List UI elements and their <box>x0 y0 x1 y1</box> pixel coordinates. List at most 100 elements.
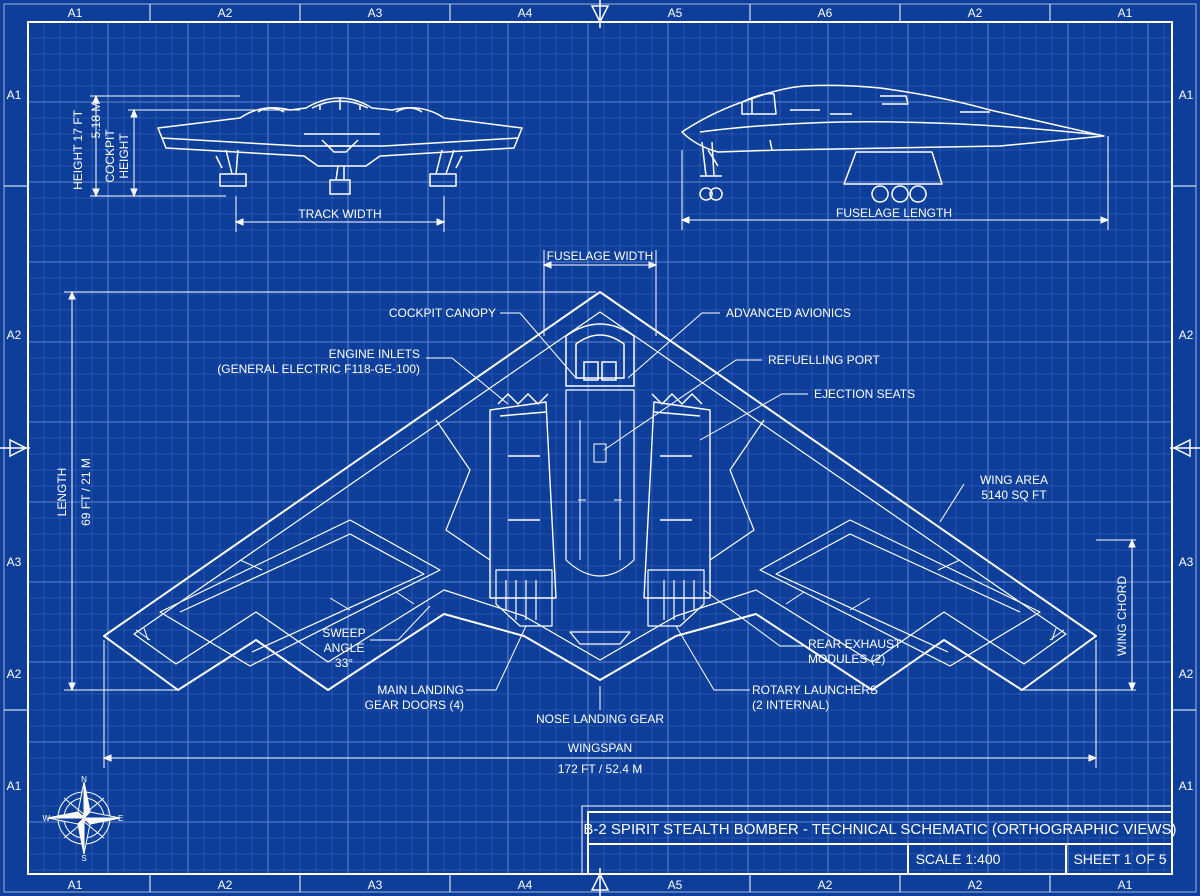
center-mark-right-icon <box>1170 438 1200 458</box>
compass-west: W <box>42 814 50 823</box>
title-block-sheet: SHEET 1 OF 5 <box>1073 851 1166 867</box>
center-mark-top-icon <box>590 0 610 28</box>
front-view-gear-right <box>429 149 463 187</box>
leader-engine-inlets <box>426 357 509 405</box>
control-surfaces-right <box>785 559 1065 641</box>
zone-right-5: A1 <box>1179 779 1194 793</box>
grid <box>27 21 1172 874</box>
zone-top-3: A3 <box>368 6 383 20</box>
control-surfaces-left <box>135 559 415 641</box>
wing-area-label-2: 5140 SQ FT <box>981 488 1047 502</box>
front-view-intake <box>321 139 359 153</box>
zone-top-4: A4 <box>518 6 533 20</box>
zone-right-3: A3 <box>1179 555 1194 569</box>
fuselage-width-label: FUSELAGE WIDTH <box>547 249 654 263</box>
leader-rear-exhaust <box>703 589 806 647</box>
side-view-intake <box>880 95 909 105</box>
zone-top-7: A2 <box>968 6 983 20</box>
cockpit-height-line2: HEIGHT <box>117 133 131 179</box>
zone-right-4: A2 <box>1179 667 1194 681</box>
leader-cockpit-canopy <box>500 312 577 379</box>
leader-wing-area <box>939 483 965 523</box>
main-gear-label-1: MAIN LANDING <box>377 683 464 697</box>
exhaust-right <box>647 569 705 627</box>
wing-area-label-1: WING AREA <box>980 473 1048 487</box>
zone-labels-bottom: A1 A2 A3 A4 A5 A2 A2 A1 <box>68 878 1133 892</box>
engine-inlet-left <box>497 392 549 417</box>
front-view-gear-left <box>215 149 247 187</box>
spine <box>565 389 635 577</box>
front-view-nacelles <box>257 107 423 135</box>
rotary-launchers-label-2: (2 INTERNAL) <box>752 698 829 712</box>
compass-east: E <box>118 814 123 823</box>
main-gear-label-2: GEAR DOORS (4) <box>365 698 464 712</box>
compass-south: S <box>81 854 86 863</box>
plan-view-outline <box>103 291 1097 691</box>
leader-lines <box>370 312 965 710</box>
plan-dimensions <box>64 250 1136 768</box>
front-view-dimensions <box>90 94 446 232</box>
zone-top-1: A1 <box>68 6 83 20</box>
side-view-body-line <box>699 121 1101 136</box>
nose-gear-bay <box>569 631 631 645</box>
zone-bottom-6: A2 <box>818 878 833 892</box>
side-view-weapons-bay <box>843 151 943 203</box>
front-height-label: HEIGHT 17 FT <box>71 109 85 189</box>
zone-left-2: A2 <box>7 328 22 342</box>
leader-refuelling-port <box>603 359 762 451</box>
leader-sweep-angle <box>370 605 431 641</box>
zone-labels-top: A1 A2 A3 A4 A5 A6 A2 A1 <box>68 6 1133 20</box>
zone-bottom-8: A1 <box>1118 878 1133 892</box>
center-mark-left-icon <box>0 438 30 458</box>
zone-bottom-1: A1 <box>68 878 83 892</box>
rear-exhaust-label-2: MODULES (2) <box>808 652 885 666</box>
side-view-details <box>769 109 990 151</box>
compass-rose-icon <box>47 781 121 855</box>
zone-left-4: A2 <box>7 667 22 681</box>
title-block <box>581 805 1173 875</box>
leader-main-gear <box>466 625 527 691</box>
leader-ejection-seats <box>699 393 808 441</box>
zone-labels-right: A1 A2 A3 A2 A1 <box>1179 88 1194 793</box>
zone-top-6: A6 <box>818 6 833 20</box>
zone-bottom-4: A4 <box>518 878 533 892</box>
compass-north: N <box>81 775 87 784</box>
engine-inlets-label-1: ENGINE INLETS <box>329 347 420 361</box>
zone-bottom-5: A5 <box>668 878 683 892</box>
leader-rotary-launchers <box>675 625 750 691</box>
advanced-avionics-label: ADVANCED AVIONICS <box>726 306 851 320</box>
zone-top-8: A1 <box>1118 6 1133 20</box>
zone-top-2: A2 <box>218 6 233 20</box>
zone-right-1: A1 <box>1179 88 1194 102</box>
nose-gear-label: NOSE LANDING GEAR <box>536 712 664 726</box>
plan-view-inner-outline <box>133 311 1067 665</box>
wingspan-dim <box>103 640 1097 768</box>
wingspan-value: 172 FT / 52.4 M <box>558 762 643 776</box>
rear-exhaust-label-1: REAR EXHAUST <box>808 637 902 651</box>
zone-bottom-2: A2 <box>218 878 233 892</box>
zone-left-5: A1 <box>7 779 22 793</box>
sweep-angle-label-2: ANGLE <box>324 641 365 655</box>
engine-inlet-right <box>651 392 703 417</box>
zone-bottom-7: A2 <box>968 878 983 892</box>
wing-box-left <box>159 519 441 667</box>
wing-root-fairings <box>435 419 765 561</box>
ejection-seats-label: EJECTION SEATS <box>814 387 915 401</box>
zone-bottom-3: A3 <box>368 878 383 892</box>
cockpit-plan <box>565 323 635 387</box>
zone-left-1: A1 <box>7 88 22 102</box>
sweep-angle-label-3: 33° <box>335 656 353 670</box>
plan-view <box>103 291 1097 691</box>
side-view <box>681 84 1105 203</box>
title-block-scale: SCALE 1:400 <box>916 851 1001 867</box>
cockpit-windows <box>583 361 617 381</box>
center-body <box>489 401 711 599</box>
front-height-metric: 5.18 M <box>89 102 103 139</box>
front-view <box>157 97 523 195</box>
zone-left-3: A3 <box>7 555 22 569</box>
cockpit-canopy-label: COCKPIT CANOPY <box>389 306 496 320</box>
front-view-gear-nose <box>329 165 351 195</box>
wingspan-label: WINGSPAN <box>568 741 632 755</box>
